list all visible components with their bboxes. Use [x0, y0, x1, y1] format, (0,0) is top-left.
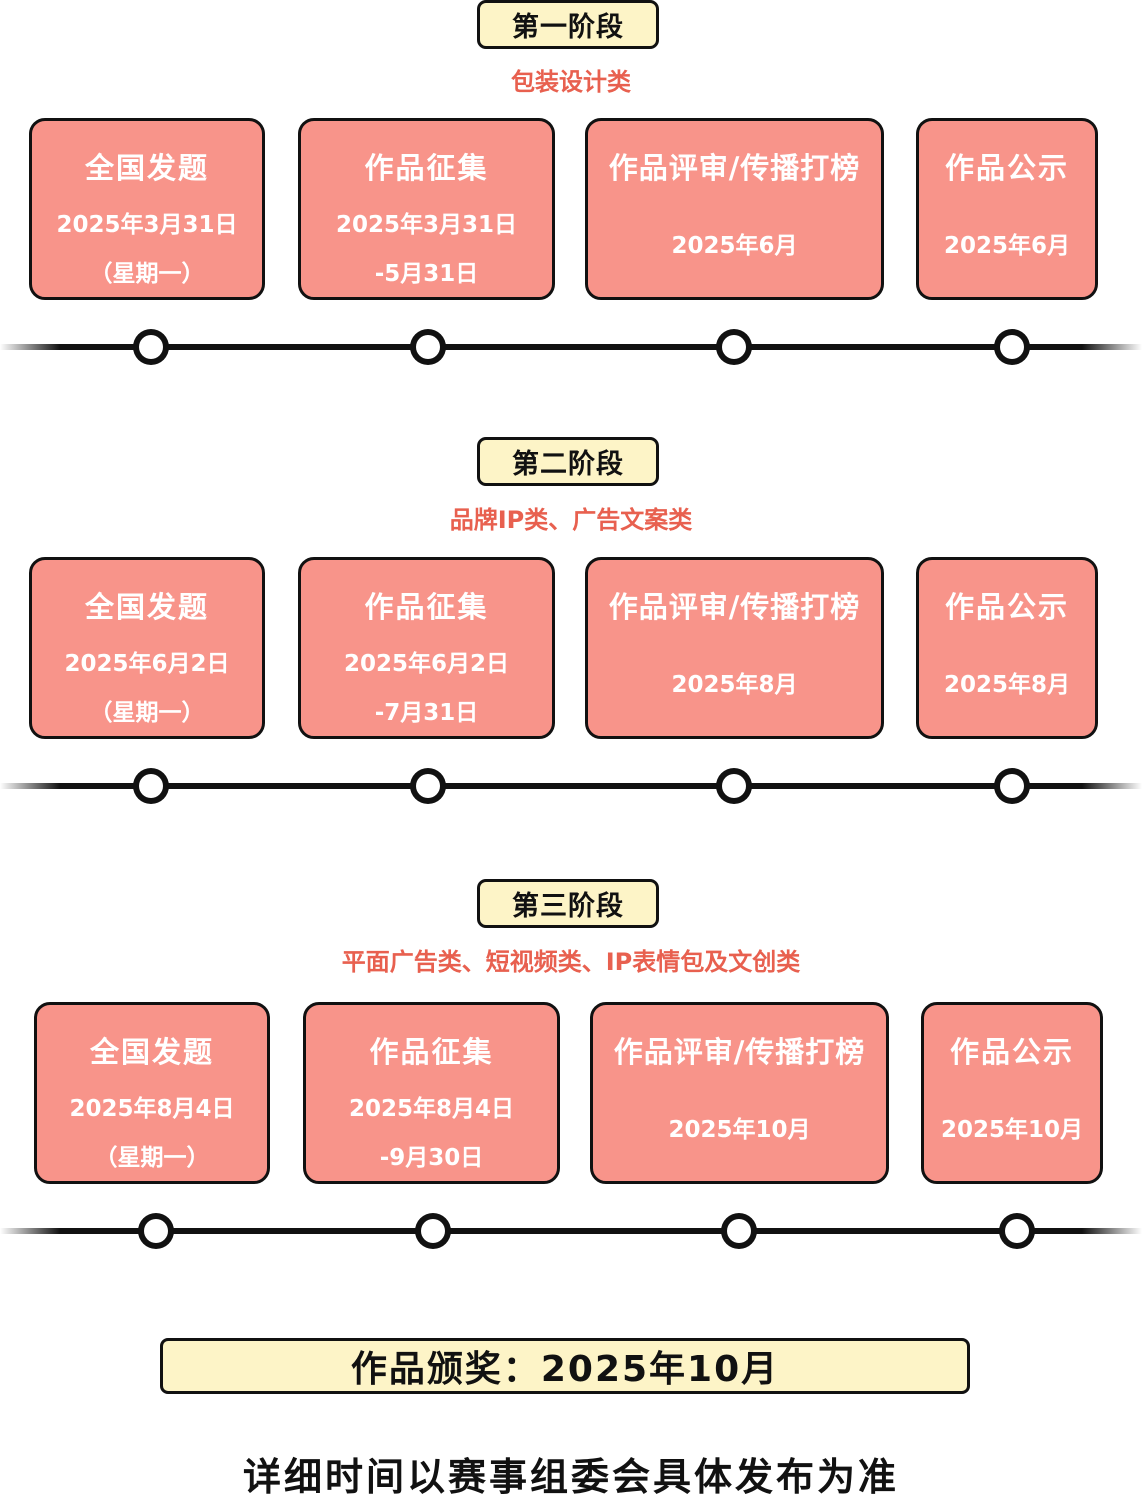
card-review: 作品评审/传播打榜 2025年10月 — [590, 1002, 889, 1184]
card-weekday: （星期一） — [89, 700, 205, 726]
card-weekday: （星期一） — [94, 1145, 210, 1171]
card-title: 作品征集 — [369, 1035, 494, 1069]
card-collection: 作品征集 2025年6月2日 -7月31日 — [298, 557, 555, 739]
timeline-node — [138, 1213, 174, 1249]
card-date: 2025年8月 — [671, 672, 798, 698]
stage-section-3: 第三阶段 平面广告类、短视频类、IP表情包及文创类 全国发题 2025年8月4日… — [0, 879, 1142, 1259]
card-title: 全国发题 — [84, 151, 209, 185]
timeline-node — [410, 768, 446, 804]
card-weekday: （星期一） — [89, 261, 205, 287]
card-date: 2025年8月4日 — [348, 1096, 515, 1122]
stage-section-2: 第二阶段 品牌IP类、广告文案类 全国发题 2025年6月2日 （星期一） 作品… — [0, 437, 1142, 817]
card-date: 2025年10月 — [940, 1117, 1084, 1143]
card-title: 作品评审/传播打榜 — [608, 590, 861, 624]
card-title: 作品公示 — [944, 151, 1069, 185]
card-date: 2025年8月 — [943, 672, 1071, 698]
card-review: 作品评审/传播打榜 2025年6月 — [585, 118, 884, 300]
timeline-line — [0, 344, 1142, 350]
stage-badge: 第二阶段 — [477, 437, 659, 486]
timeline-line — [0, 1228, 1142, 1234]
card-date-end: -7月31日 — [374, 700, 479, 726]
card-title: 作品公示 — [949, 1035, 1074, 1069]
card-collection: 作品征集 2025年8月4日 -9月30日 — [303, 1002, 560, 1184]
card-publicity: 作品公示 2025年10月 — [921, 1002, 1103, 1184]
card-date: 2025年8月4日 — [69, 1096, 235, 1122]
card-date: 2025年10月 — [668, 1117, 811, 1143]
timeline-node — [410, 329, 446, 365]
stage-section-1: 第一阶段 包装设计类 全国发题 2025年3月31日 （星期一） 作品征集 20… — [0, 0, 1142, 380]
stage-badge: 第一阶段 — [477, 0, 659, 49]
card-date: 2025年6月2日 — [343, 651, 510, 677]
timeline-line — [0, 783, 1142, 789]
timeline-node — [716, 329, 752, 365]
card-review: 作品评审/传播打榜 2025年8月 — [585, 557, 884, 739]
timeline-node — [994, 329, 1030, 365]
award-banner: 作品颁奖：2025年10月 — [160, 1338, 970, 1394]
card-date: 2025年6月 — [671, 233, 798, 259]
timeline-node — [994, 768, 1030, 804]
card-title: 全国发题 — [84, 590, 209, 624]
timeline-node — [133, 329, 169, 365]
card-collection: 作品征集 2025年3月31日 -5月31日 — [298, 118, 555, 300]
timeline-node — [716, 768, 752, 804]
card-date-end: -5月31日 — [374, 261, 479, 287]
card-date: 2025年6月2日 — [64, 651, 230, 677]
timeline-node — [133, 768, 169, 804]
card-date-end: -9月30日 — [379, 1145, 484, 1171]
stage-category: 包装设计类 — [511, 68, 631, 96]
card-title: 作品评审/传播打榜 — [613, 1035, 866, 1069]
card-release-topic: 全国发题 2025年3月31日 （星期一） — [29, 118, 265, 300]
timeline-node — [415, 1213, 451, 1249]
card-release-topic: 全国发题 2025年6月2日 （星期一） — [29, 557, 265, 739]
card-title: 作品征集 — [364, 151, 489, 185]
stage-badge: 第三阶段 — [477, 879, 659, 928]
card-date: 2025年3月31日 — [335, 212, 518, 238]
card-title: 作品公示 — [944, 590, 1069, 624]
card-date: 2025年3月31日 — [56, 212, 238, 238]
card-title: 全国发题 — [89, 1035, 214, 1069]
card-release-topic: 全国发题 2025年8月4日 （星期一） — [34, 1002, 270, 1184]
card-title: 作品征集 — [364, 590, 489, 624]
card-date: 2025年6月 — [943, 233, 1071, 259]
footer-note: 详细时间以赛事组委会具体发布为准 — [242, 1455, 899, 1499]
card-publicity: 作品公示 2025年8月 — [916, 557, 1098, 739]
timeline-node — [999, 1213, 1035, 1249]
timeline-node — [721, 1213, 757, 1249]
card-title: 作品评审/传播打榜 — [608, 151, 861, 185]
card-publicity: 作品公示 2025年6月 — [916, 118, 1098, 300]
stage-category: 品牌IP类、广告文案类 — [449, 506, 693, 534]
stage-category: 平面广告类、短视频类、IP表情包及文创类 — [341, 948, 801, 976]
